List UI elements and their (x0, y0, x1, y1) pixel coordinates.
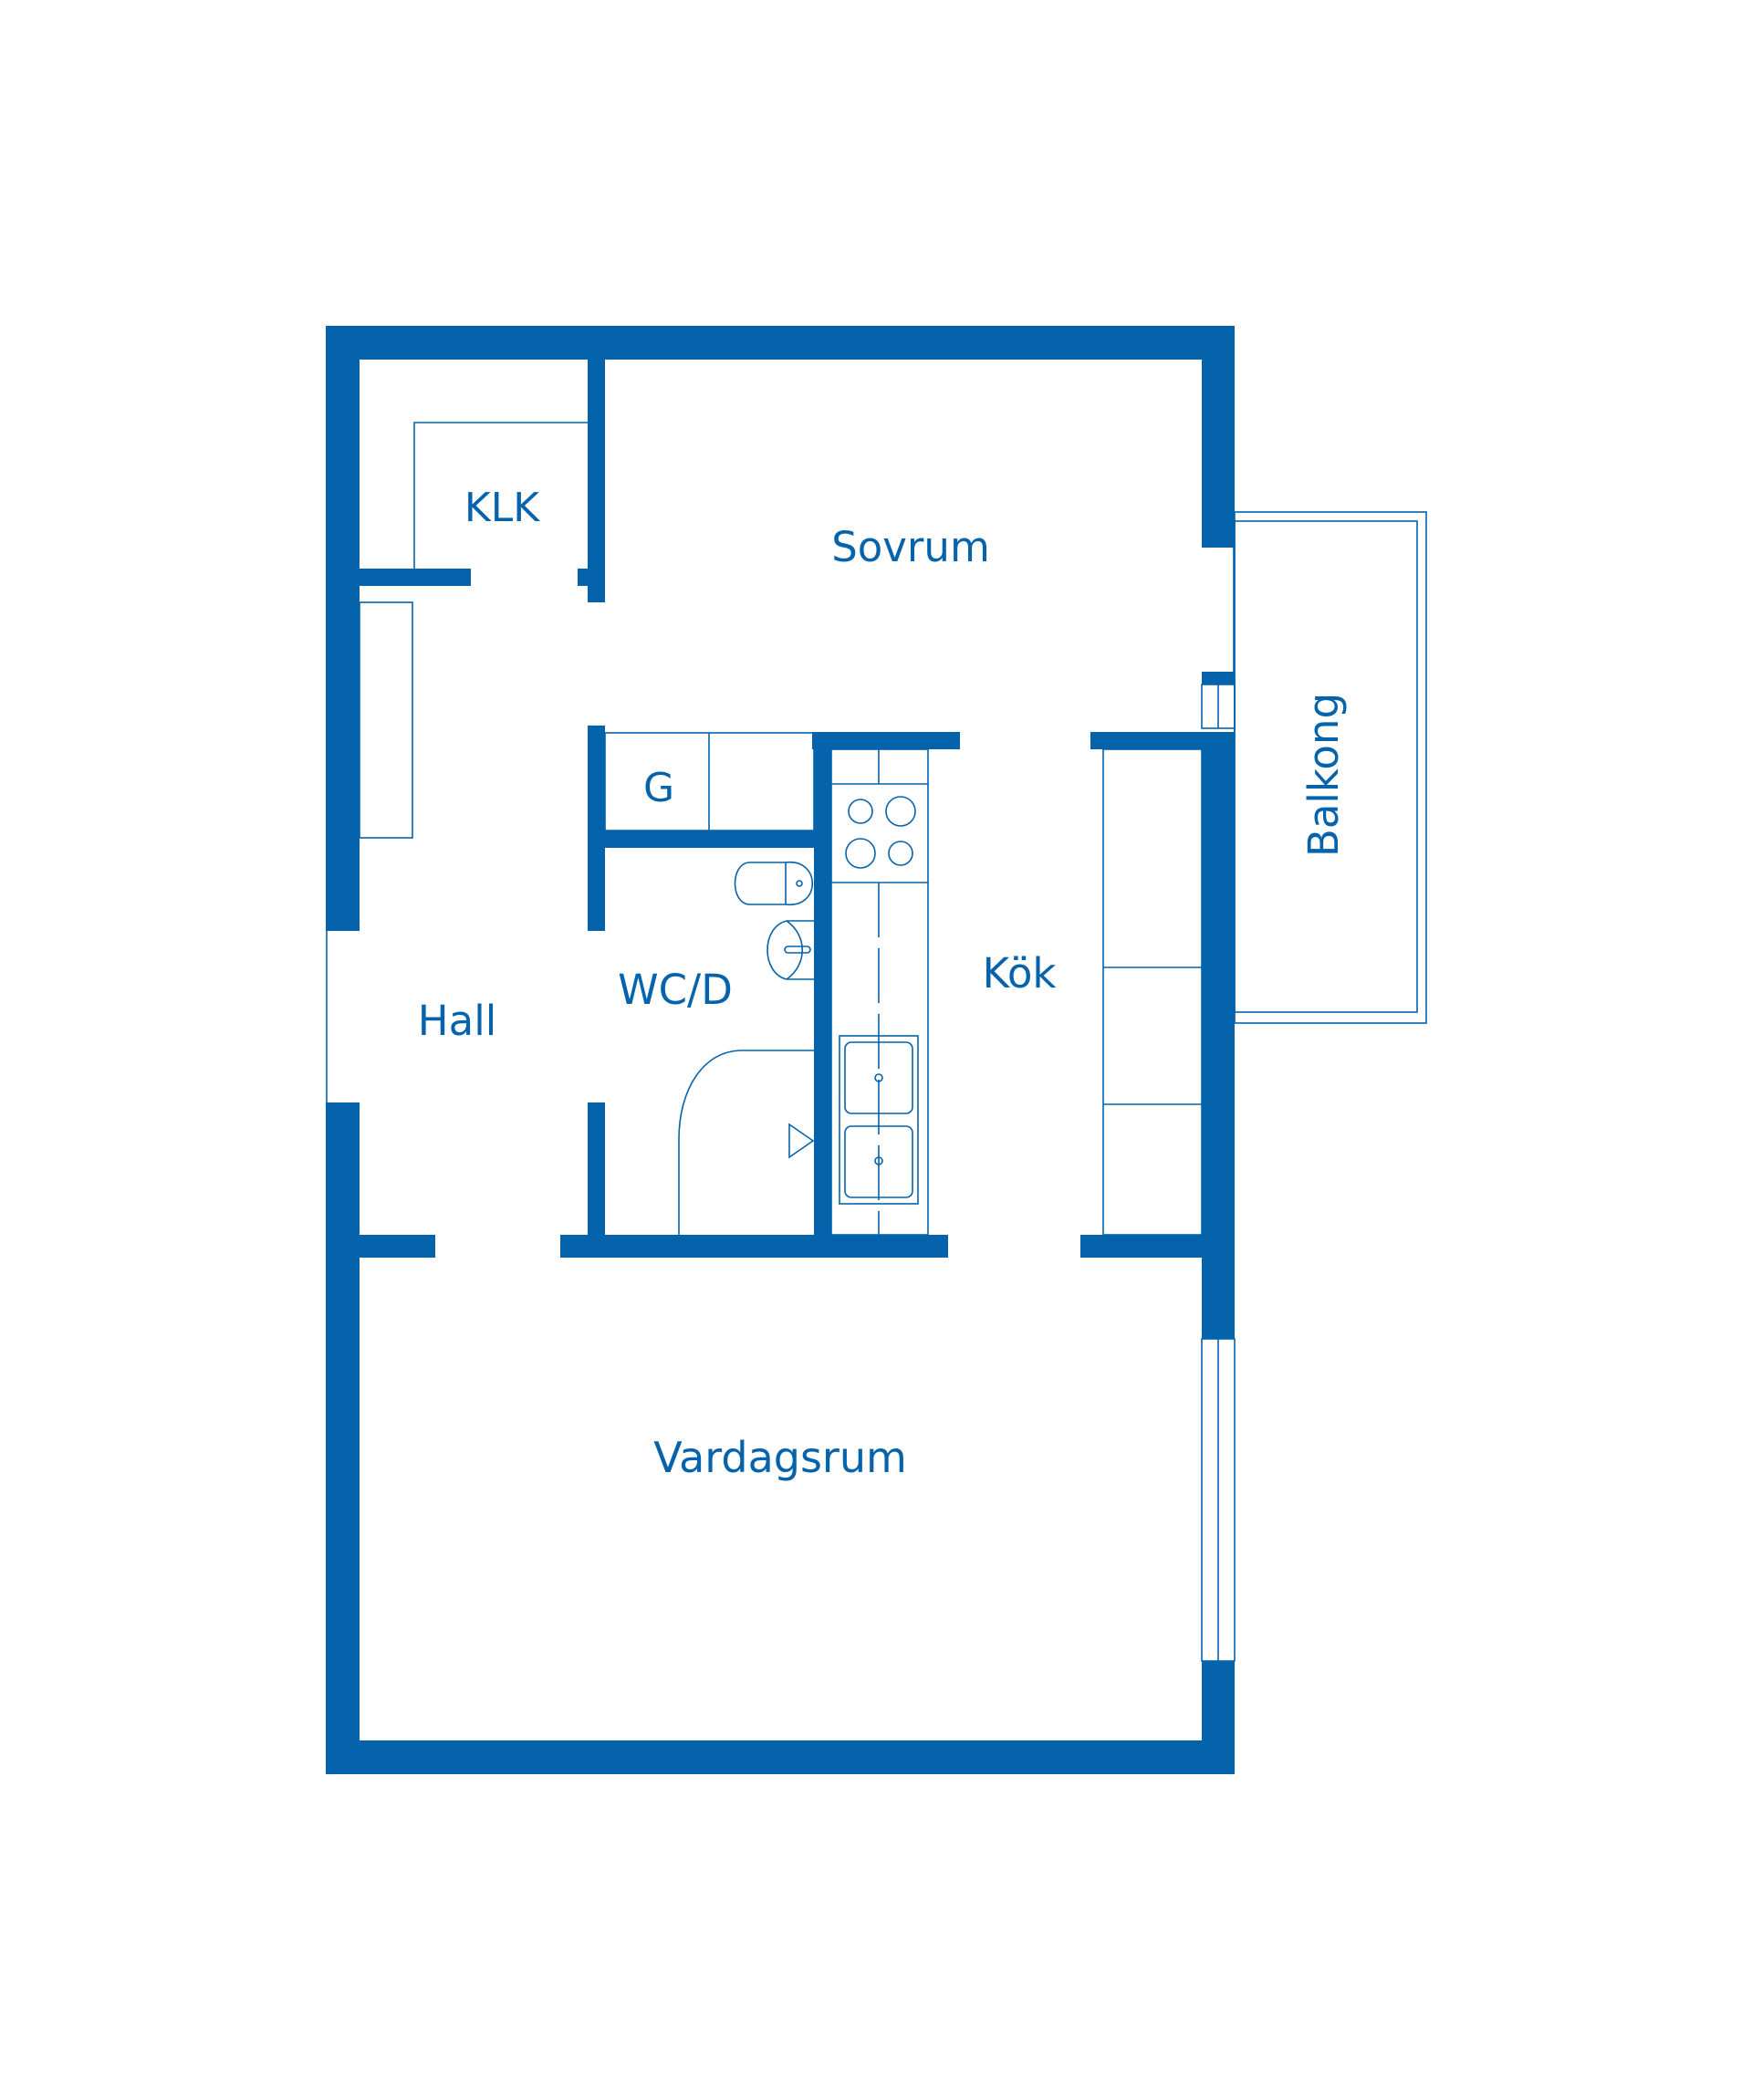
room-label-hall: Hall (418, 997, 496, 1045)
wall-klk-vertical (588, 360, 605, 602)
hall-wardrobe (359, 601, 413, 839)
wall-right-upper (1202, 326, 1235, 548)
sink-icon (839, 1035, 919, 1205)
wall-left-lower (326, 1102, 360, 1774)
wall-hall-stub (326, 1235, 435, 1258)
wall-left-upper (326, 326, 360, 931)
wall-wc-left-lower (588, 1102, 605, 1235)
walls (326, 326, 1235, 1774)
toilet-icon (734, 862, 787, 905)
wall-right-lower (1202, 1661, 1235, 1774)
room-label-wcd: WC/D (618, 966, 733, 1014)
kitchen-counter-right (1102, 748, 1203, 1236)
washbasin-icon (766, 920, 814, 980)
wall-klk-stub (578, 569, 589, 586)
shower-icon (678, 1050, 814, 1235)
wall-g-left (588, 726, 605, 931)
wall-right-stub (1202, 672, 1235, 684)
room-label-vardagsrum: Vardagsrum (653, 1433, 907, 1482)
wall-bottom (326, 1740, 1235, 1774)
wall-partition-right (1080, 1235, 1202, 1258)
wall-right-mid (1202, 732, 1235, 1339)
room-label-kok: Kök (983, 949, 1057, 998)
kitchen-counter-left (830, 748, 929, 1236)
wall-partition-mid (560, 1235, 948, 1258)
balcony-inner (1234, 520, 1418, 1013)
room-label-klk: KLK (464, 485, 540, 531)
stove-icon (845, 796, 916, 869)
room-label-balkong: Balkong (1299, 693, 1348, 857)
wall-g-bottom (588, 831, 831, 848)
room-labels: KLK Sovrum G WC/D Hall Kök Balkong Varda… (418, 485, 1348, 1482)
wall-kitchen-top (812, 732, 960, 749)
wall-kitchen-top-right (1090, 732, 1202, 749)
closet-shelf (413, 422, 588, 569)
wall-kitchen-left (814, 733, 831, 1258)
room-label-sovrum: Sovrum (831, 523, 990, 571)
wall-top (326, 326, 1235, 360)
room-label-g: G (643, 765, 674, 811)
wall-klk-horizontal (326, 569, 471, 586)
fixtures (326, 422, 1427, 1662)
